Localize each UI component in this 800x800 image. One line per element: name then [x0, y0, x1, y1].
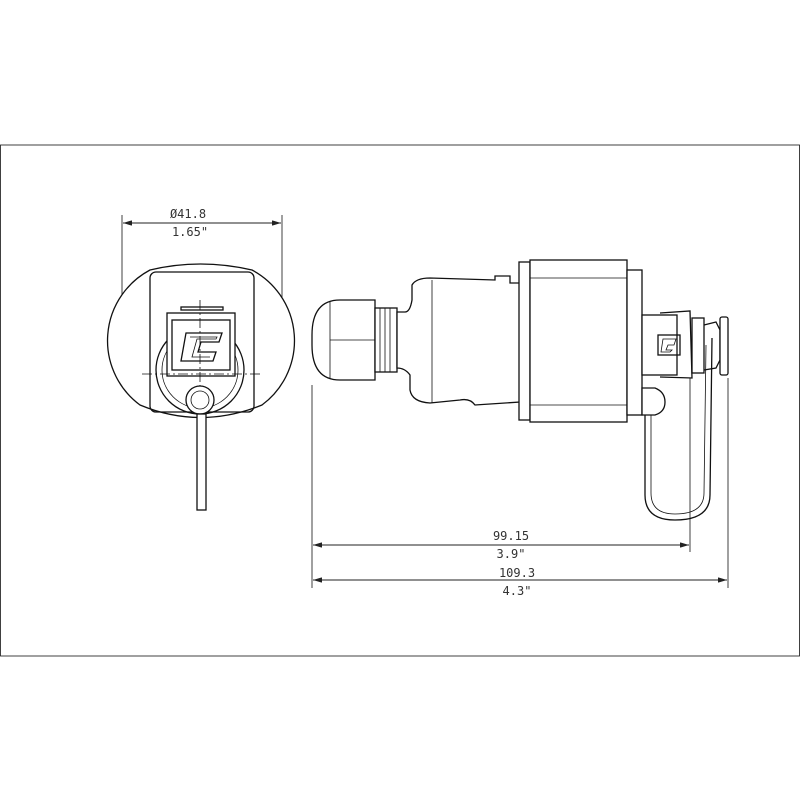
- diameter-in-label: 1.65": [172, 225, 208, 239]
- threads: [374, 307, 398, 373]
- side-view: 99.15 3.9" 109.3 4.3": [311, 259, 729, 598]
- mounting-flange: [518, 261, 531, 421]
- receptacle-housing: [529, 259, 628, 423]
- connector-body: [396, 275, 521, 406]
- drawing-frame: [0, 144, 800, 657]
- logo-c-icon: [180, 332, 223, 362]
- diameter-mm-label: Ø41.8: [170, 207, 206, 221]
- lanyard-knob-side: [641, 387, 666, 416]
- logo-housing: [166, 312, 236, 377]
- lanyard-loop: [644, 337, 713, 521]
- lanyard-knob: [185, 385, 215, 415]
- lanyard-stem: [196, 413, 207, 511]
- length-to-cap-in-label: 3.9": [497, 547, 526, 561]
- dust-cap: [719, 316, 729, 376]
- overall-length-mm-label: 109.3: [499, 566, 535, 580]
- length-to-cap-mm-label: 99.15: [493, 529, 529, 543]
- logo-c-icon-side: [657, 334, 681, 356]
- back-plate: [626, 269, 643, 416]
- overall-length-in-label: 4.3": [503, 584, 532, 598]
- front-view: Ø41.8 1.65": [106, 207, 296, 511]
